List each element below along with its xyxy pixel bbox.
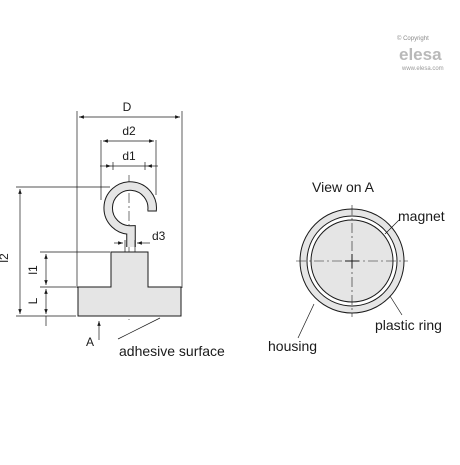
housing-body bbox=[77, 251, 182, 317]
plastic-ring-leader bbox=[389, 295, 403, 316]
housing-leader bbox=[297, 303, 315, 339]
side-view-labels: D d2 d1 d3 l2 l1 L A adhesive surface bbox=[0, 100, 225, 359]
logo-copyright: © Copyright bbox=[397, 35, 429, 42]
label-view-arrow-a: A bbox=[86, 335, 94, 349]
logo-url: www.elesa.com bbox=[401, 66, 444, 72]
label-l1: l1 bbox=[26, 265, 40, 275]
label-d: D bbox=[123, 100, 132, 114]
label-adhesive-surface: adhesive surface bbox=[119, 343, 225, 359]
elesa-logo: © Copyright elesa www.elesa.com bbox=[397, 35, 444, 72]
label-d3: d3 bbox=[152, 229, 166, 243]
label-l2: l2 bbox=[0, 253, 11, 263]
label-housing: housing bbox=[268, 338, 317, 354]
label-plastic-ring: plastic ring bbox=[375, 317, 442, 333]
end-view-labels: View on A magnet plastic ring housing bbox=[268, 179, 445, 354]
label-d2: d2 bbox=[122, 124, 136, 138]
magnet-leader bbox=[384, 219, 400, 235]
end-view-title: View on A bbox=[312, 179, 375, 195]
end-view bbox=[296, 205, 408, 339]
label-magnet: magnet bbox=[398, 208, 445, 224]
label-l: L bbox=[26, 297, 40, 304]
logo-brand: elesa bbox=[399, 45, 442, 64]
side-view bbox=[16, 111, 183, 340]
hook-fill bbox=[104, 182, 156, 247]
adhesive-surface-leader bbox=[117, 317, 161, 340]
label-d1: d1 bbox=[122, 149, 136, 163]
